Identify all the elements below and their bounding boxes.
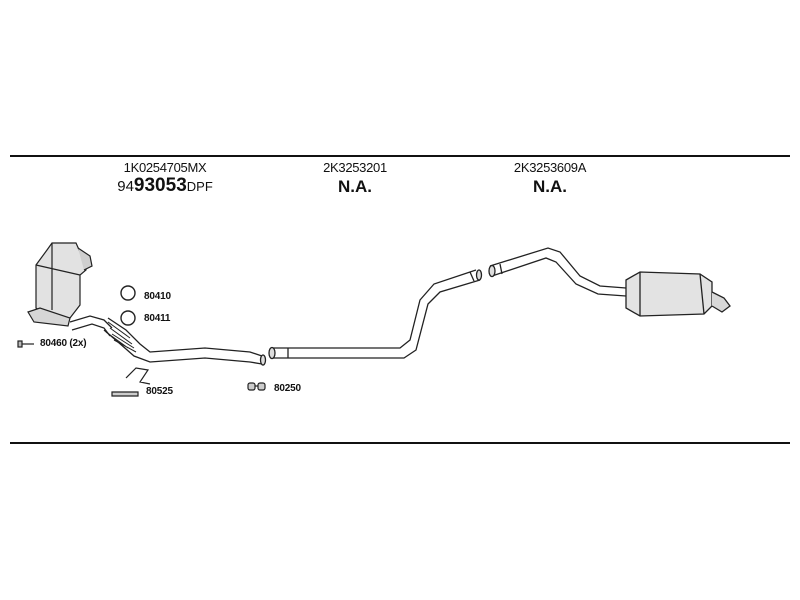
rear-silencer-icon — [488, 247, 731, 317]
bottom-divider — [10, 442, 790, 444]
part-code-rear-silencer: N.A. — [533, 177, 567, 196]
part-column-rear-silencer: 2K3253609A N.A. — [490, 160, 610, 197]
top-divider — [10, 155, 790, 157]
label-rubber-mount: 80250 — [274, 383, 301, 394]
part-code-middle-pipe: N.A. — [338, 177, 372, 196]
part-column-middle-pipe: 2K3253201 N.A. — [295, 160, 415, 197]
ring-clamp-icon — [120, 310, 136, 326]
code-suffix: DPF — [186, 179, 213, 194]
front-pipe-icon — [69, 315, 267, 366]
part-number-middle-pipe: 2K3253201 — [323, 160, 387, 175]
hanger-bracket-icon — [111, 367, 151, 397]
part-number-rear-silencer: 2K3253609A — [513, 160, 587, 175]
bolt-icon — [17, 340, 34, 348]
part-code-dpf: 9493053DPF — [95, 175, 235, 197]
code-prefix: 94 — [117, 178, 134, 195]
label-hanger: 80525 — [146, 386, 173, 397]
part-number-dpf: 1K0254705MX — [123, 160, 207, 175]
label-clamp-2: 80411 — [144, 313, 171, 324]
rubber-mount-icon — [247, 382, 266, 391]
label-bolt: 80460 (2x) — [40, 338, 87, 349]
dpf-catalyst-icon — [27, 242, 93, 327]
ring-clamp-icon — [120, 285, 136, 301]
part-column-dpf: 1K0254705MX 9493053DPF — [95, 160, 235, 197]
middle-pipe-icon — [268, 269, 483, 360]
label-clamp-1: 80410 — [144, 291, 171, 302]
code-main: 93053 — [133, 175, 187, 196]
